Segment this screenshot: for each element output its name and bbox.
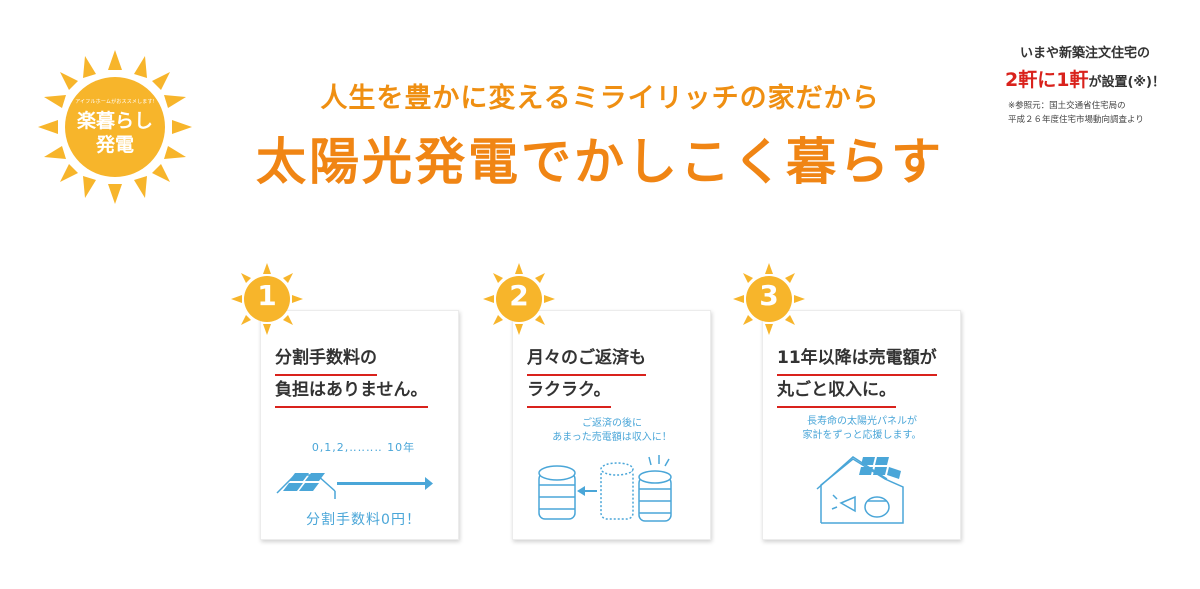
card-3-caption: 長寿命の太陽光パネルが 家計をずっと応援します。 bbox=[773, 415, 951, 443]
number-3: 3 bbox=[759, 279, 779, 312]
house-solar-wallet-icon bbox=[816, 456, 904, 524]
stat-note: ※参照元：国土交通省住宅局の 平成２６年度住宅市場動向調査より bbox=[1008, 99, 1144, 127]
card-3-title: 11年以降は売電額が 丸ごと収入に。 bbox=[777, 344, 937, 408]
stat-suffix: が設置(※)！ bbox=[1088, 75, 1165, 90]
card-3-caption-line2: 家計をずっと応援します。 bbox=[802, 430, 922, 441]
stat-highlight: 2軒に1軒 bbox=[1005, 69, 1089, 91]
stat-box: いまや新築注文住宅の 2軒に1軒が設置(※)！ bbox=[980, 42, 1190, 92]
coin-stacks-icon bbox=[538, 455, 672, 522]
number-2: 2 bbox=[509, 279, 529, 312]
number-badge-2: 2 bbox=[482, 262, 556, 336]
sun-icon bbox=[483, 263, 555, 335]
card-1: 分割手数料の 負担はありません。 0,1,2,‥‥‥‥ 10年 分割手数料0円！ bbox=[260, 310, 459, 540]
card-2: 月々のご返済も ラクラク。 ご返済の後に あまった売電額は収入に！ bbox=[512, 310, 711, 540]
stat-line1: いまや新築注文住宅の bbox=[1019, 46, 1150, 61]
number-badge-1: 1 bbox=[230, 262, 304, 336]
card-3: 11年以降は売電額が 丸ごと収入に。 長寿命の太陽光パネルが 家計をずっと応援し… bbox=[762, 310, 961, 540]
badge-small-text: アイフルホームがおススメします! bbox=[75, 99, 155, 105]
card-1-caption-top: 0,1,2,‥‥‥‥ 10年 bbox=[311, 441, 416, 454]
card-1-title: 分割手数料の 負担はありません。 bbox=[275, 344, 428, 408]
card-2-caption: ご返済の後に あまった売電額は収入に！ bbox=[523, 417, 701, 445]
card-2-title: 月々のご返済も ラクラク。 bbox=[527, 344, 646, 408]
sun-icon bbox=[38, 50, 192, 204]
number-1: 1 bbox=[257, 279, 277, 312]
sun-badge: アイフルホームがおススメします! 楽暮らし 発電 bbox=[36, 48, 194, 206]
stat-line2: 2軒に1軒が設置(※)！ bbox=[980, 65, 1190, 92]
card-1-title-line1: 分割手数料の bbox=[275, 344, 377, 376]
page-title: 太陽光発電でかしこく暮らす bbox=[256, 133, 944, 191]
card-2-title-line2: ラクラク。 bbox=[527, 376, 611, 408]
card-2-caption-line2: あまった売電額は収入に！ bbox=[552, 432, 672, 443]
card-3-title-line2: 丸ごと収入に。 bbox=[777, 376, 896, 408]
card-1-title-line2: 負担はありません。 bbox=[275, 376, 428, 408]
number-badge-3: 3 bbox=[732, 262, 806, 336]
sun-icon bbox=[231, 263, 303, 335]
badge-line2: 発電 bbox=[95, 134, 134, 156]
badge-line1: 楽暮らし bbox=[76, 110, 153, 132]
page-subtitle: 人生を豊かに変えるミライリッチの家だから bbox=[320, 83, 880, 114]
card-2-title-line1: 月々のご返済も bbox=[527, 344, 646, 376]
stat-note-line1: ※参照元：国土交通省住宅局の bbox=[1008, 101, 1126, 111]
solar-panel-arrow-icon bbox=[276, 473, 433, 499]
card-1-caption-bottom: 分割手数料0円！ bbox=[306, 512, 421, 528]
card-3-caption-line1: 長寿命の太陽光パネルが bbox=[807, 416, 917, 427]
card-3-title-line1: 11年以降は売電額が bbox=[777, 344, 937, 376]
card-2-caption-line1: ご返済の後に bbox=[582, 418, 642, 429]
sun-icon bbox=[733, 263, 805, 335]
stat-note-line2: 平成２６年度住宅市場動向調査より bbox=[1008, 115, 1144, 125]
